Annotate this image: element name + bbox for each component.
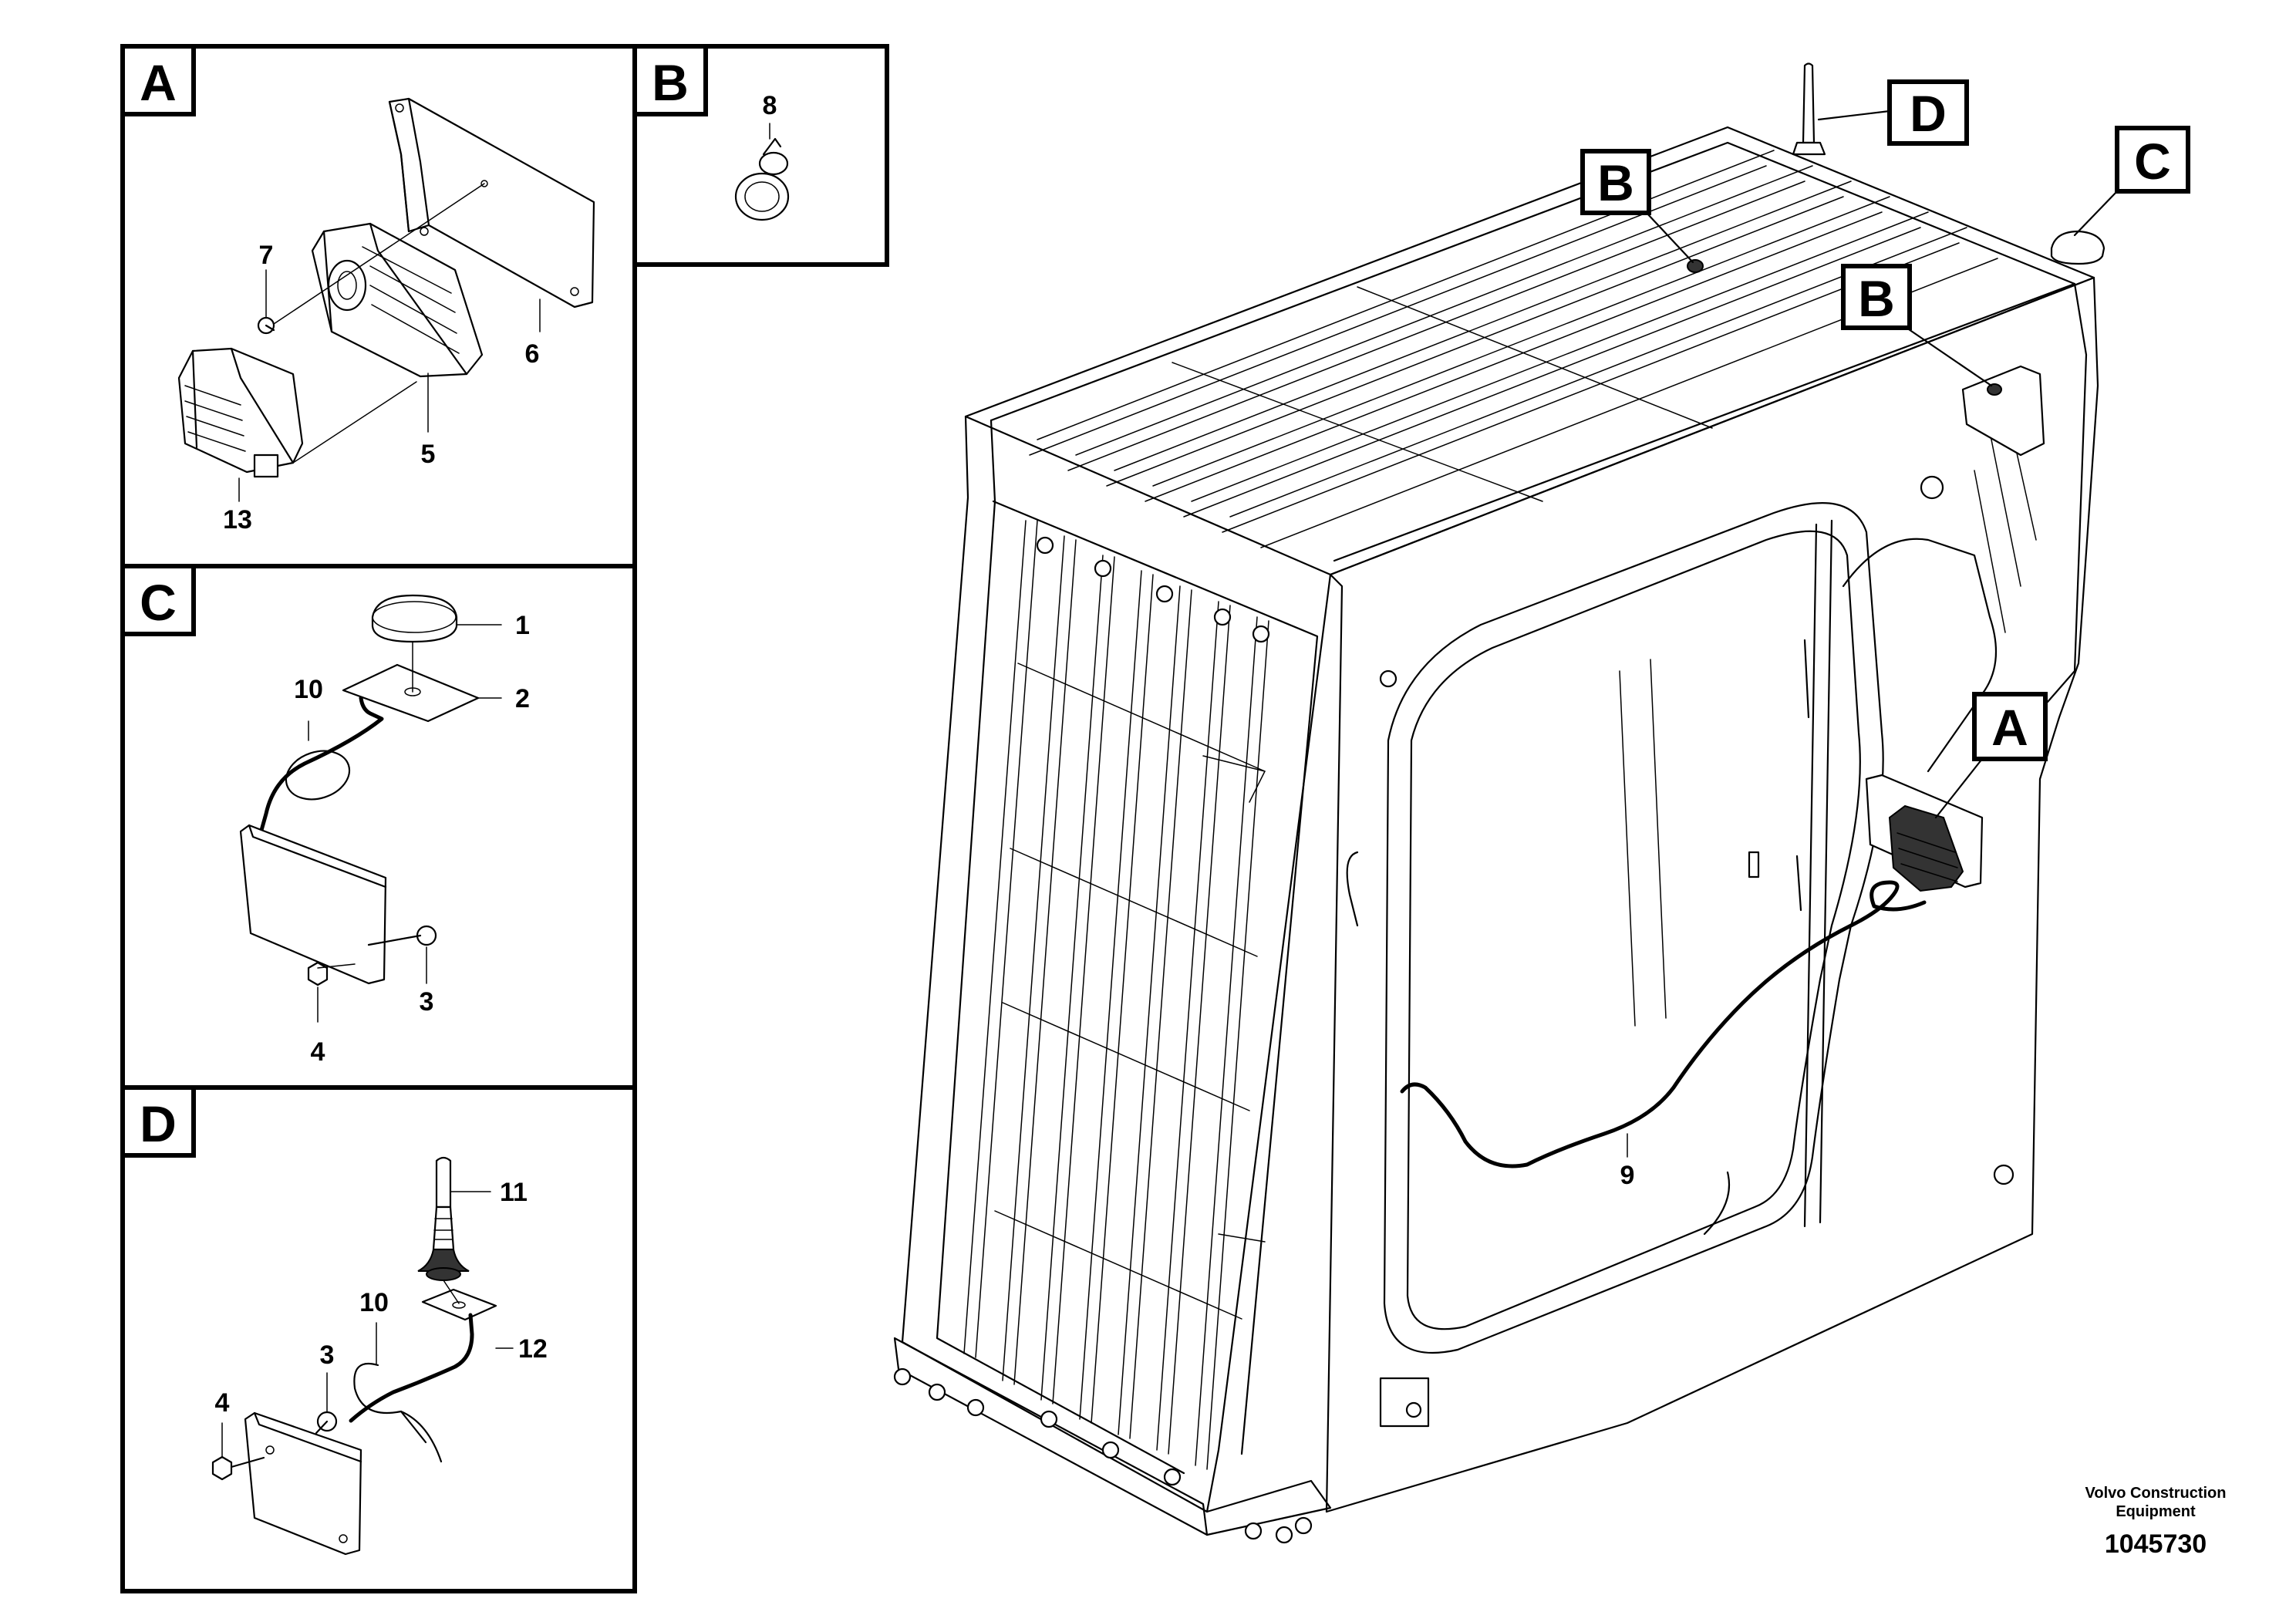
panel-d-part-11: 11 [500,1178,528,1207]
panel-c-frame [120,564,637,1090]
main-part-9: 9 [1620,1161,1635,1190]
panel-a-part-5: 5 [421,440,436,469]
cab-illustration [893,62,2106,1544]
panel-c-tag [120,564,196,636]
panel-b-part-8: 8 [763,91,777,120]
panel-d-part-4: 4 [215,1388,230,1418]
panel-a-part-13: 13 [223,505,252,534]
rod-antenna-11 [417,1156,470,1281]
panel-c-part-3: 3 [420,987,434,1017]
panel-d-part-10: 10 [359,1288,389,1317]
panel-c-part-1: 1 [515,611,530,640]
callout-b-right: B [1841,264,1993,387]
panel-d-part-12: 12 [518,1334,548,1364]
callout-c: C [2073,126,2190,237]
callout-a: A [1934,692,2048,819]
mounting-plate-6 [388,97,595,309]
front-bolts [1036,536,1270,643]
panel-d-tag [120,1085,196,1158]
panel-c-part-4: 4 [311,1037,325,1067]
panel-a-tag [120,44,196,116]
svg-text:B: B [1858,270,1895,327]
bracket-12 [349,1280,497,1423]
panel-b-frame [632,44,889,267]
antenna-dome-1 [371,594,458,643]
panel-c-part-2: 2 [515,684,530,713]
bolt-3-d [315,1411,338,1435]
callout-d: D [1817,79,1969,146]
grommet-8 [734,137,790,221]
panel-d-part-3: 3 [320,1340,335,1370]
panel-c: C [120,564,637,1090]
svg-text:A: A [1991,699,2028,756]
panel-c-tag-label: C [140,574,177,631]
callout-a-tag [1972,692,2048,761]
mounting-plate-c [239,824,387,985]
nut-4 [307,961,329,986]
panel-c-part-10: 10 [294,675,323,704]
panel-b-tag [632,44,708,116]
bolt-7 [257,316,275,335]
svg-text:C: C [2134,133,2171,190]
panel-a: A [120,44,637,568]
brand-line-1: Volvo Construction [2085,1485,2227,1502]
panel-a-part-7: 7 [259,241,274,270]
brand-line-2: Equipment [2116,1503,2196,1520]
svg-text:B: B [1597,154,1634,211]
harness-9 [1400,880,1927,1168]
panel-a-tag-label: A [140,54,177,111]
panel-a-part-6: 6 [525,339,540,369]
panel-d-tag-label: D [140,1095,177,1152]
svg-text:D: D [1910,85,1947,142]
panel-d: D [120,1085,637,1593]
mounting-plate-d [244,1411,362,1556]
base-bolts [893,1367,1313,1544]
control-box-housing-5 [311,222,484,378]
panel-d-frame [120,1085,637,1593]
panel-b-tag-label: B [652,54,689,111]
controller-unit-on-cab [1865,774,1984,892]
panel-b: B 8 [632,44,889,267]
drawing-number: 1045730 [2105,1529,2207,1559]
control-unit-13 [177,347,304,478]
bolt-3 [367,925,437,946]
callout-b-top: B [1580,149,1694,264]
